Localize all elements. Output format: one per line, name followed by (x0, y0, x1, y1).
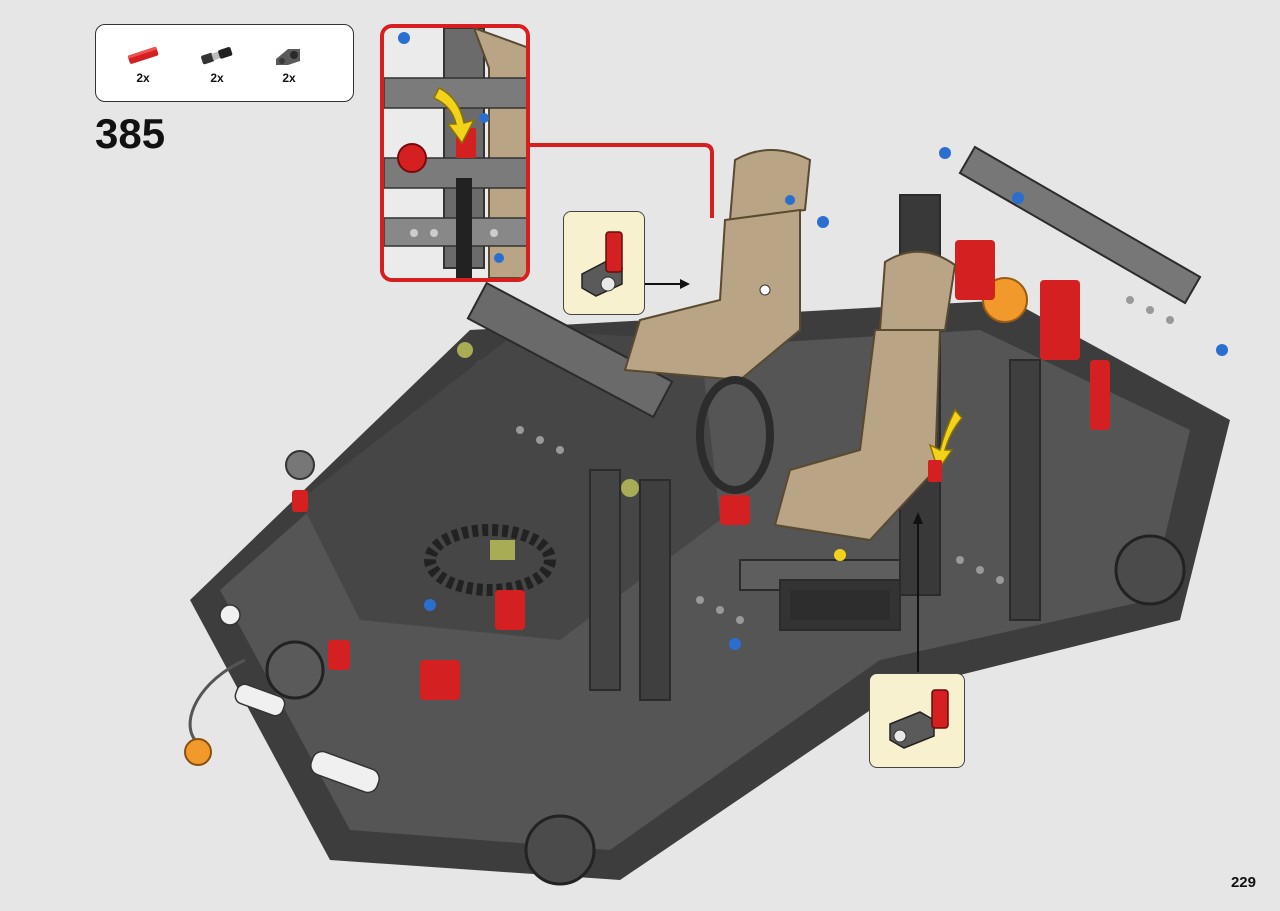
part-item-red-axle-pin: 2x (118, 35, 168, 95)
zoom-detail-illustration (384, 28, 526, 278)
part-qty: 2x (282, 71, 296, 85)
part-item-black-axle-connector: 2x (192, 35, 242, 95)
right-seat (773, 250, 957, 561)
black-axle-connector-icon (201, 47, 233, 65)
parts-list-box: 2x 2x 2x (95, 24, 354, 102)
step-number: 385 (95, 110, 166, 157)
yellow-insert-arrow (928, 408, 963, 472)
chassis (184, 145, 1230, 886)
subassembly-box-upper (563, 211, 645, 315)
callout-connector-line (530, 143, 714, 218)
zoom-callout (380, 24, 530, 282)
part-qty: 2x (136, 71, 150, 85)
red-axle-pin-icon (127, 46, 159, 64)
left-seat (623, 149, 812, 382)
subassembly-box-lower (869, 673, 965, 768)
page-number: 229 (1230, 874, 1256, 891)
subassembly-part-icon (581, 231, 623, 297)
subassembly-part-icon (889, 689, 949, 749)
dark-gray-bush-connector-icon (276, 49, 300, 65)
part-item-dark-gray-bush-connector: 2x (264, 35, 314, 95)
part-qty: 2x (210, 71, 224, 85)
steering-wheel (696, 376, 774, 494)
